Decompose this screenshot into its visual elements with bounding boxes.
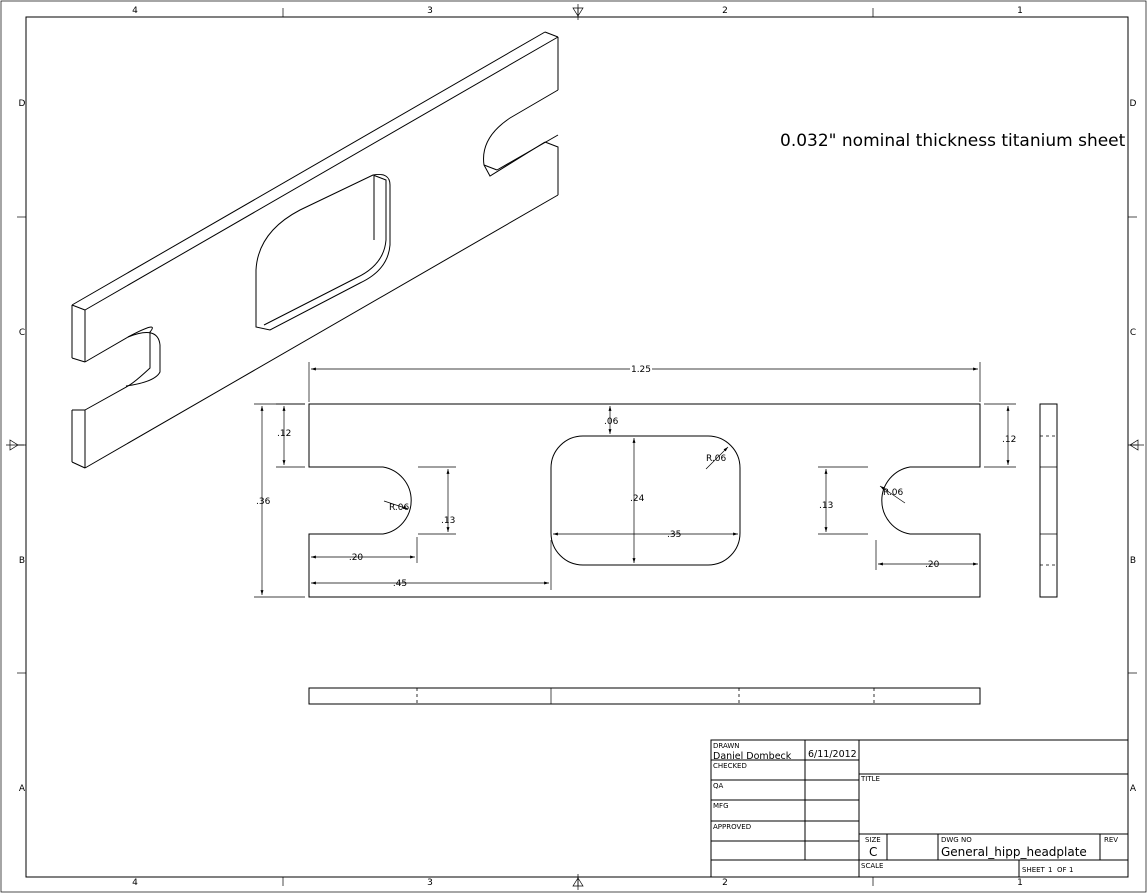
dim-slot-radius-right: R.06 [883, 488, 904, 498]
centering-marks [6, 4, 1144, 890]
zone-row-b-right: B [1130, 556, 1136, 566]
size-label: SIZE [865, 836, 881, 844]
dim-window-top-margin: .06 [604, 417, 619, 427]
zone-row-c-right: C [1130, 328, 1136, 338]
mfg-label: MFG [713, 802, 729, 810]
drawn-by: Daniel Dombeck [713, 751, 792, 762]
isometric-view [71, 31, 559, 469]
drawn-date: 6/11/2012 [808, 749, 857, 760]
dwg-no-label: DWG NO [941, 836, 972, 844]
dim-slot-width-right: .13 [819, 501, 833, 511]
dwg-no-value: General_hipp_headplate [941, 845, 1087, 859]
title-label: TITLE [860, 775, 880, 783]
inner-border [25, 16, 1129, 878]
dim-slot-width-left: .13 [441, 516, 455, 526]
dim-window-height: .24 [630, 494, 645, 504]
side-view [1039, 403, 1058, 598]
dim-slot-depth-right: .20 [925, 560, 940, 570]
zone-col-2-top: 2 [722, 6, 728, 16]
zone-col-4-top: 4 [132, 6, 138, 16]
dim-overall-width: 1.25 [631, 365, 651, 375]
sheet-of-label: OF [1057, 866, 1067, 874]
sheet-label: SHEET [1022, 866, 1046, 874]
zone-col-2-bottom: 2 [722, 878, 728, 888]
material-note: 0.032" nominal thickness titanium sheet [780, 131, 1126, 151]
zone-row-c-left: C [19, 328, 25, 338]
bottom-view [308, 687, 981, 705]
zone-col-3-top: 3 [427, 6, 433, 16]
zone-col-4-bottom: 4 [132, 878, 138, 888]
zone-row-b-left: B [19, 556, 25, 566]
dim-top-margin-left: .12 [277, 429, 291, 439]
size-value: C [869, 845, 877, 859]
dim-slot-radius-left: R.06 [389, 503, 410, 513]
dim-window-width: .35 [667, 530, 681, 540]
checked-label: CHECKED [713, 762, 747, 770]
qa-label: QA [713, 782, 724, 790]
dim-slot-depth-left: .20 [349, 553, 364, 563]
rev-label: REV [1104, 836, 1118, 844]
zone-col-1-bottom: 1 [1017, 878, 1023, 888]
scale-label: SCALE [861, 862, 883, 870]
dim-top-margin-right: .12 [1002, 435, 1016, 445]
zone-row-d-left: D [19, 99, 26, 109]
title-block [710, 739, 1129, 878]
front-view-dimension-lines [254, 362, 1016, 598]
dim-window-radius: R.06 [706, 454, 727, 464]
sheet-total: 1 [1069, 866, 1073, 874]
front-view-window [550, 435, 741, 566]
dim-overall-height: .36 [256, 497, 271, 507]
dim-window-offset: .45 [393, 579, 407, 589]
drawn-label: DRAWN [713, 742, 740, 750]
zone-row-a-right: A [1130, 784, 1137, 794]
zone-row-d-right: D [1130, 99, 1137, 109]
zone-col-1-top: 1 [1017, 6, 1023, 16]
front-view-outline [308, 403, 981, 598]
zone-col-3-bottom: 3 [427, 878, 433, 888]
zone-row-a-left: A [19, 784, 26, 794]
sheet-number: 1 [1048, 866, 1052, 874]
approved-label: APPROVED [713, 823, 751, 831]
